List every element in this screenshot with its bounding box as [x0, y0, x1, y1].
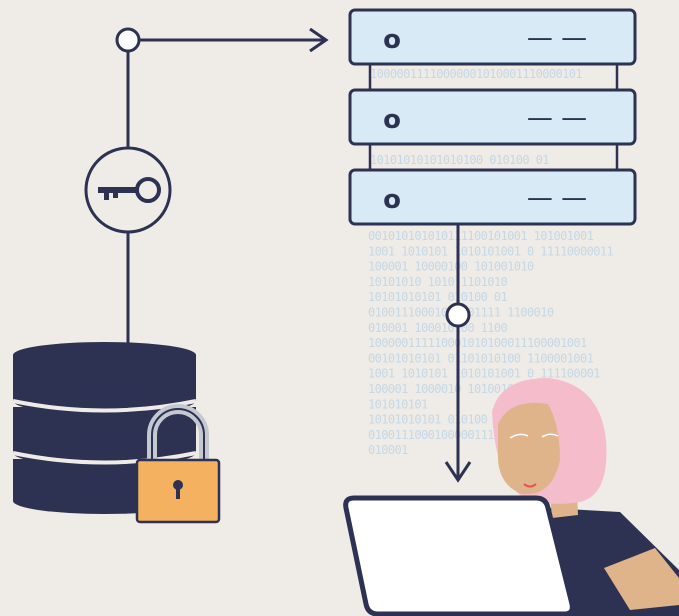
- binary-line: 101010101: [368, 397, 428, 411]
- padlock-icon: [135, 404, 221, 524]
- binary-line: 10101010101 010100 01: [368, 290, 507, 304]
- binary-line: 100000111110001010100011100001001: [368, 336, 587, 350]
- arrow-right-icon: [309, 27, 329, 53]
- binary-line: 10101010101010100 010100 01: [370, 153, 549, 167]
- server-label: — —: [527, 183, 587, 213]
- server-unit: o — —: [348, 8, 637, 66]
- binary-line: 10101010 1010 1101010: [368, 275, 507, 289]
- binary-line: 100001 1000010 101001010: [368, 382, 527, 396]
- server-indicator: o: [383, 185, 401, 215]
- binary-line: 1001 1010101 1010101001 0 111100001: [368, 367, 600, 381]
- arrow-down-icon: [444, 461, 472, 483]
- binary-line: 01001110001000001111: [368, 428, 501, 442]
- binary-background: 10000011110000001010001110000101 1010101…: [368, 67, 614, 457]
- person-eye: [541, 433, 559, 438]
- binary-line: 010001 100010100 1100: [368, 321, 507, 335]
- person-face: [498, 402, 560, 495]
- binary-line: 100001 10000100 101001010: [368, 260, 534, 274]
- binary-line: 001010101010111100101001 101001001: [368, 229, 594, 243]
- person-illustration: [470, 378, 679, 616]
- circle-node-icon: [115, 27, 141, 53]
- circle-node-icon: [445, 302, 471, 328]
- server-label: — —: [527, 23, 587, 53]
- server-label: — —: [527, 103, 587, 133]
- key-icon: [98, 177, 161, 203]
- person-hand: [604, 548, 679, 610]
- laptop-icon: [343, 495, 575, 616]
- binary-line: 1001 1010101 1010101001 0 11110000011: [368, 244, 613, 258]
- server-rack-icon: o — — o — — o — —: [348, 8, 637, 226]
- binary-line: 10101010101 010100: [368, 413, 488, 427]
- key-badge: [84, 146, 172, 234]
- binary-line: 10000011110000001010001110000101: [370, 67, 582, 81]
- binary-line: 00101010101 01101010100 1100001001: [368, 351, 594, 365]
- server-unit: o — —: [348, 168, 637, 226]
- binary-line: 010001: [368, 443, 408, 457]
- person-mouth: [523, 483, 537, 488]
- server-unit: o — —: [348, 88, 637, 146]
- laptop-screen: [343, 495, 575, 616]
- server-indicator: o: [383, 105, 401, 135]
- server-indicator: o: [383, 25, 401, 55]
- person-eye: [509, 433, 529, 439]
